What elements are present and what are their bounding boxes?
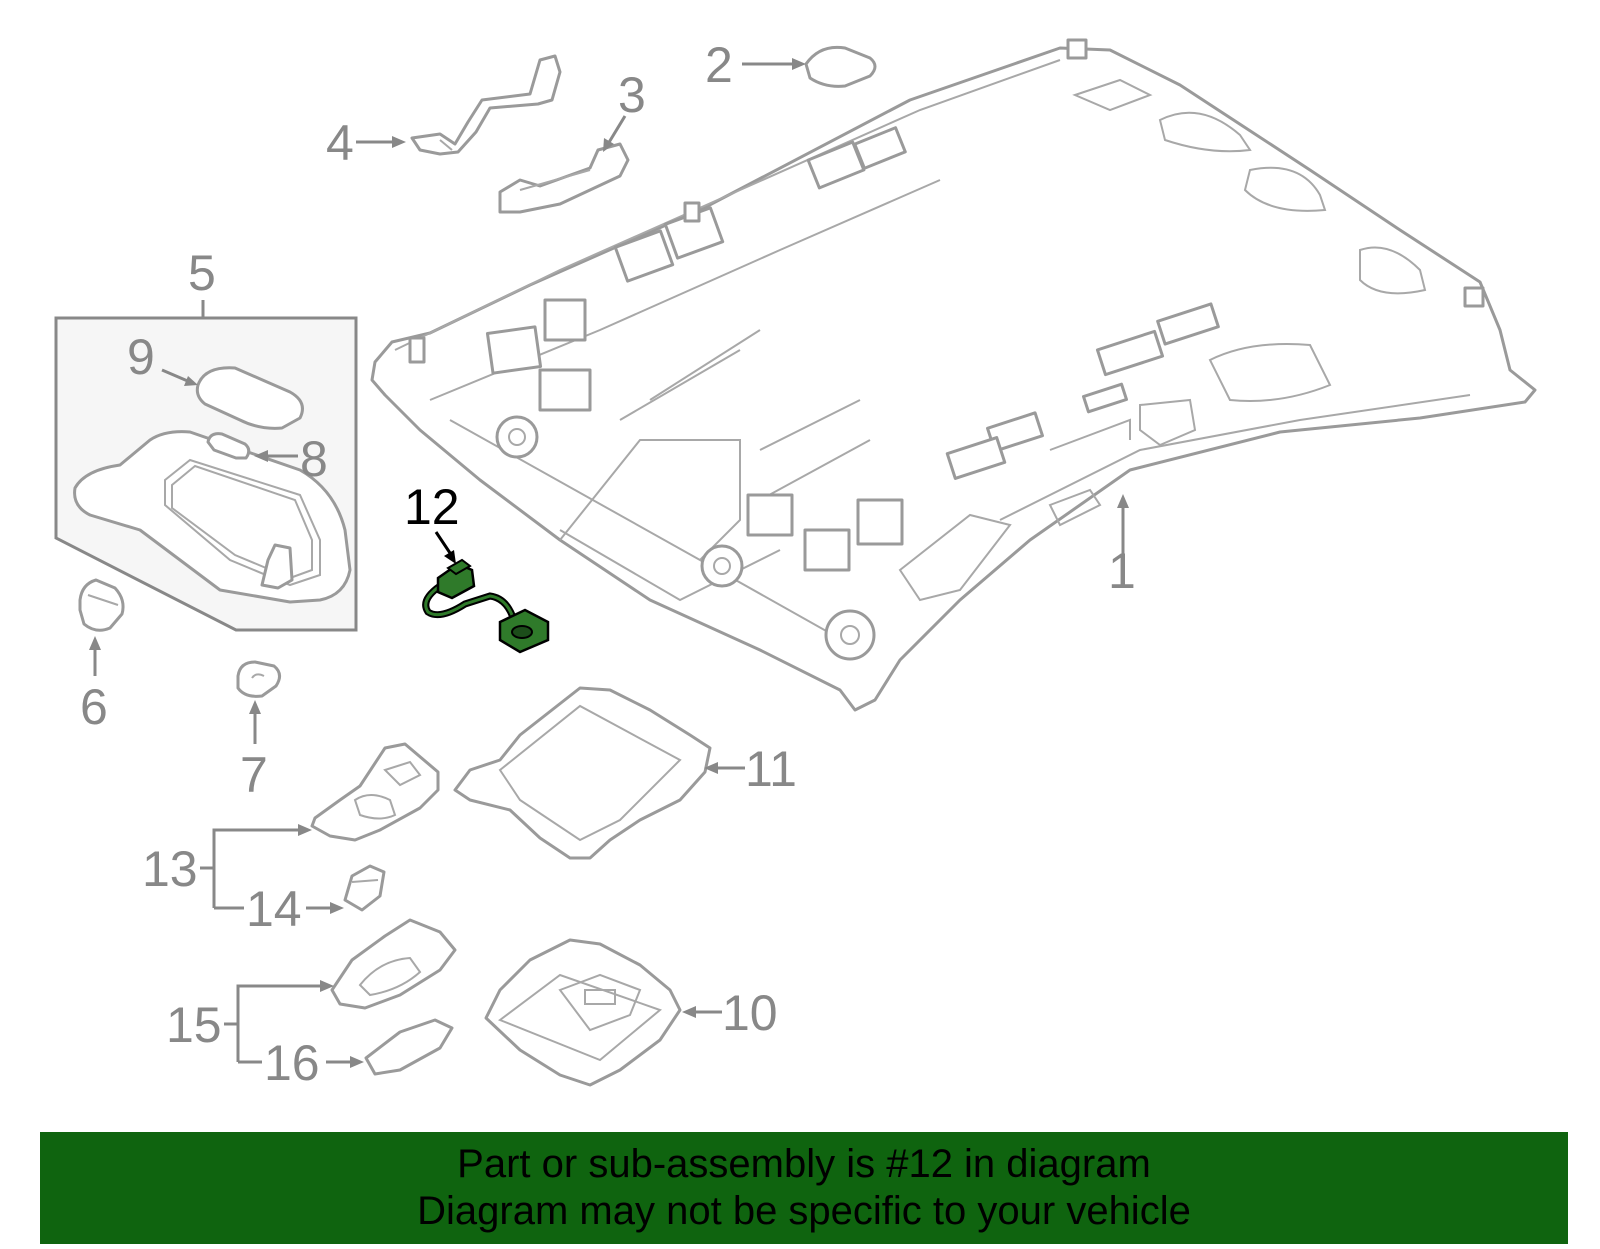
callout-16: 16 <box>264 1035 320 1091</box>
dome-lamp-part-15 <box>330 918 457 1010</box>
callout-10: 10 <box>722 985 778 1041</box>
arrowhead-9 <box>184 376 198 386</box>
info-banner: Part or sub-assembly is #12 in diagram D… <box>40 1132 1568 1244</box>
arrowhead-3 <box>603 138 614 152</box>
arrowhead-8 <box>254 450 268 462</box>
pad-part-2 <box>804 45 877 88</box>
arrowhead-14 <box>330 902 344 914</box>
sun-visor-assembly-part-5 <box>54 300 358 632</box>
arrowhead-13 <box>298 824 312 836</box>
banner-line-1: Part or sub-assembly is #12 in diagram <box>457 1142 1151 1186</box>
frame-part-11 <box>453 686 712 860</box>
leader-12 <box>434 531 454 557</box>
arrowhead-7 <box>249 700 261 714</box>
arrowhead-10 <box>682 1006 696 1018</box>
clip-part-6 <box>78 578 125 632</box>
lens-part-16 <box>364 1018 454 1076</box>
map-lamp-part-13 <box>310 742 440 842</box>
leader-9 <box>161 368 191 384</box>
arrowhead-12 <box>444 550 456 564</box>
headliner-part-1 <box>370 38 1537 712</box>
callout-11: 11 <box>745 741 797 797</box>
callout-1: 1 <box>1108 543 1136 599</box>
callout-15: 15 <box>166 997 222 1053</box>
callout-5: 5 <box>188 245 216 301</box>
overhead-console-part-10 <box>484 938 682 1087</box>
grab-handle-part-3 <box>498 142 630 214</box>
leader-15 <box>236 984 326 1062</box>
banner-line-2: Diagram may not be specific to your vehi… <box>417 1189 1191 1233</box>
callout-7: 7 <box>240 747 268 803</box>
arrowhead-15 <box>320 980 334 992</box>
wire-harness-part-12 <box>422 558 550 654</box>
leader-13 <box>212 828 302 908</box>
callout-labels: 1 2 3 4 5 6 7 8 9 10 11 12 13 14 15 16 <box>80 37 1136 1091</box>
callout-9: 9 <box>127 329 155 385</box>
arrowhead-1 <box>1117 494 1129 508</box>
callout-3: 3 <box>618 67 646 123</box>
leader-3 <box>606 115 627 145</box>
callout-12: 12 <box>404 479 460 535</box>
bulb-part-14 <box>343 864 386 912</box>
leader-lines <box>89 58 1129 1068</box>
callout-6: 6 <box>80 679 108 735</box>
arrowhead-4 <box>392 136 406 148</box>
arrowhead-6 <box>89 636 101 650</box>
arrowhead-2 <box>792 58 806 70</box>
arrowhead-16 <box>350 1056 364 1068</box>
callout-2: 2 <box>705 37 733 93</box>
callout-4: 4 <box>326 115 354 171</box>
callout-14: 14 <box>246 881 302 937</box>
callout-8: 8 <box>300 431 328 487</box>
callout-13: 13 <box>142 841 198 897</box>
hook-part-7 <box>236 660 281 698</box>
bracket-part-4 <box>410 54 562 156</box>
arrowhead-11 <box>704 762 718 774</box>
